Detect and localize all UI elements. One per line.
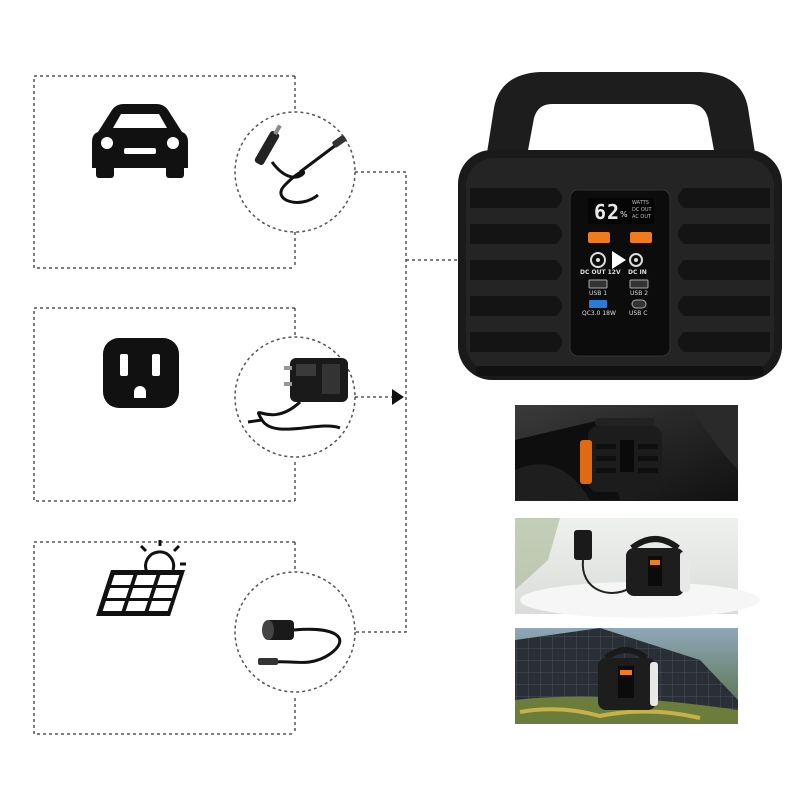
car-charger-cable-icon	[254, 124, 347, 204]
source-box-car	[33, 75, 296, 269]
usbc-label: USB C	[629, 310, 648, 317]
dc-in-port	[629, 253, 643, 267]
cable-circle-outlet	[234, 336, 356, 458]
lcd-display-content: 62 % WATTS DC OUT AC OUT	[588, 198, 654, 224]
dc-out-port	[590, 252, 606, 268]
qc-port	[589, 300, 607, 308]
battery-unit: %	[620, 210, 628, 219]
qc-label: QC3.0 18W	[582, 310, 616, 317]
source-box-outlet	[33, 307, 296, 502]
arrow-head-icon	[392, 389, 404, 405]
photo-in-car	[515, 405, 738, 501]
left-vent-fins	[470, 188, 562, 352]
cable-circle-solar	[234, 571, 356, 693]
usb2-label: USB 2	[630, 290, 649, 297]
photo-indoor-charging	[515, 518, 760, 618]
right-vent-fins	[678, 188, 770, 352]
lcd-display	[588, 198, 654, 224]
photo-outdoor-solar	[515, 628, 738, 724]
usb1-port	[588, 279, 608, 289]
battery-level: 62	[594, 200, 621, 224]
lcd-line3: AC OUT	[632, 214, 652, 220]
usbc-port	[631, 299, 647, 309]
car-icon	[92, 104, 188, 178]
usb1-label: USB 1	[589, 290, 608, 297]
dc-in-label: DC IN	[628, 269, 647, 276]
ac-adapter-icon	[247, 358, 348, 431]
lcd-line1: WATTS	[632, 200, 649, 206]
outlet-icon	[103, 338, 179, 408]
solar-panel-icon	[96, 540, 186, 616]
usb2-port	[629, 279, 649, 289]
power-station-device	[458, 72, 782, 380]
source-box-solar	[33, 541, 296, 735]
phone-icon	[574, 530, 592, 560]
lcd-line2: DC OUT	[632, 207, 652, 213]
cable-circle-car	[234, 111, 356, 233]
dc-power-button	[588, 232, 610, 243]
solar-adapter-cable-icon	[258, 620, 342, 665]
dc-out-label: DC OUT 12V	[580, 269, 621, 276]
usb-power-button	[630, 232, 652, 243]
